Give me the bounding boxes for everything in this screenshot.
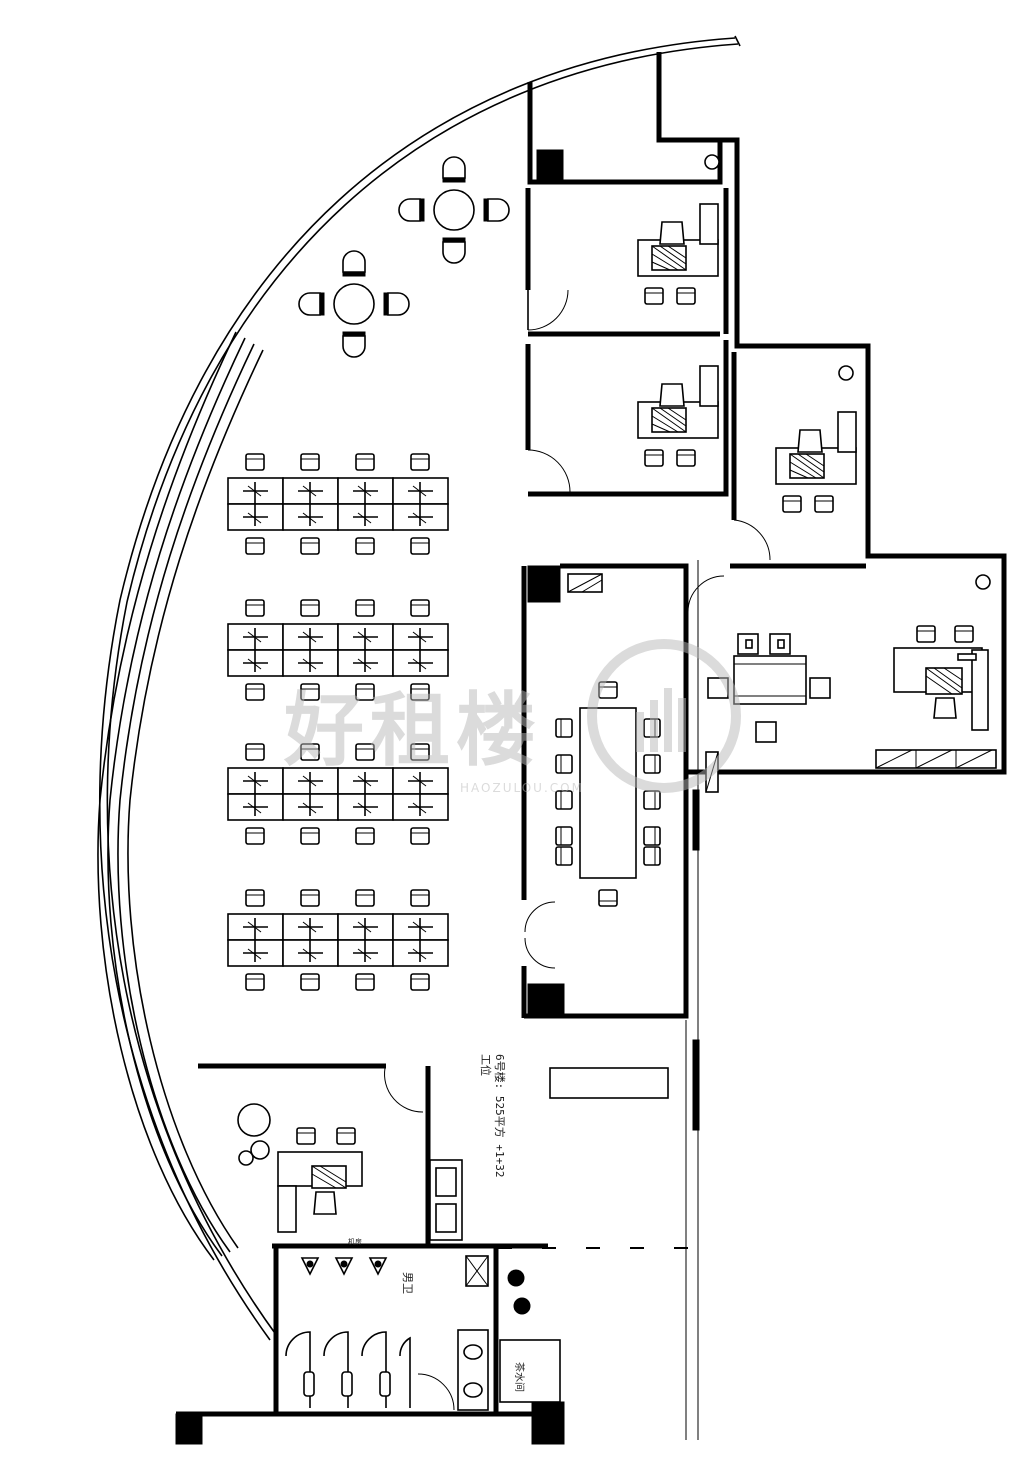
restrooms — [175, 1243, 565, 1445]
seat-label: 工位 — [479, 1054, 493, 1076]
curved-facade — [97, 35, 741, 1341]
urinals — [300, 1257, 388, 1276]
toilet-stalls — [285, 1331, 455, 1411]
storage-cabinets — [875, 749, 997, 769]
area-annotation: 6号楼: 525平方 +1+32 工位 — [479, 1054, 507, 1177]
small-office — [198, 1063, 463, 1246]
conference-room — [521, 560, 700, 1440]
tag-label: 机房 — [348, 1237, 362, 1246]
manager-office-2 — [638, 366, 718, 466]
lounge-area — [299, 157, 509, 357]
pantry-label: 茶水间 — [513, 1362, 526, 1392]
area-label: 6号楼: 525平方 +1+32 — [493, 1054, 507, 1177]
workstations — [228, 454, 448, 990]
restroom-label: 男卫 — [401, 1272, 414, 1294]
corridor-bench — [549, 1067, 669, 1099]
wing-walls — [525, 52, 1007, 775]
executive-office — [705, 625, 997, 793]
manager-office-1 — [638, 204, 718, 304]
doors — [384, 289, 771, 1113]
manager-office-3 — [776, 412, 856, 512]
